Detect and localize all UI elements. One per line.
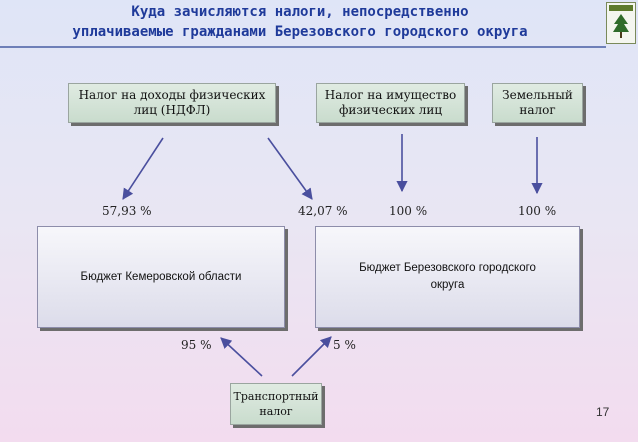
page-number: 17 xyxy=(596,405,610,419)
ndfl-region-percent: 57,93 % xyxy=(102,204,152,218)
transport-region-percent: 95 % xyxy=(181,338,212,352)
slide-title: Куда зачисляются налоги, непосредственно… xyxy=(0,2,600,42)
transport-tax-box: Транспортный налог xyxy=(230,383,322,425)
property-local-percent: 100 % xyxy=(389,204,428,218)
slide-title-line-2: уплачиваемые гражданами Березовского гор… xyxy=(72,24,528,40)
ndfl-local-percent: 42,07 % xyxy=(298,204,348,218)
land-tax-box: Земельный налог xyxy=(492,83,583,123)
kemerovo-budget-box: Бюджет Кемеровской области xyxy=(37,226,285,328)
transport-local-percent: 5 % xyxy=(333,338,356,352)
ndfl-tax-box: Налог на доходы физических лиц (НДФЛ) xyxy=(68,83,276,123)
transport-tax-label: Транспортный налог xyxy=(233,390,319,418)
berezovsky-budget-box: Бюджет Березовского городского округа xyxy=(315,226,580,328)
kemerovo-budget-label: Бюджет Кемеровской области xyxy=(80,270,242,283)
arrow-ndfl-to-region xyxy=(122,137,164,200)
slide-title-line-1: Куда зачисляются налоги, непосредственно xyxy=(131,4,469,20)
berezovsky-budget-label: Бюджет Березовского городского округа xyxy=(359,262,536,291)
land-tax-label: Земельный налог xyxy=(502,88,573,117)
property-tax-box: Налог на имущество физических лиц xyxy=(316,83,465,123)
arrow-transport-to-local xyxy=(291,336,332,377)
arrow-transport-to-region xyxy=(220,337,263,377)
arrow-ndfl-to-local xyxy=(267,137,313,200)
land-local-percent: 100 % xyxy=(518,204,557,218)
coat-of-arms-icon xyxy=(606,2,636,44)
ndfl-tax-label: Налог на доходы физических лиц (НДФЛ) xyxy=(78,88,266,117)
property-tax-label: Налог на имущество физических лиц xyxy=(324,88,457,117)
title-divider xyxy=(0,46,606,48)
